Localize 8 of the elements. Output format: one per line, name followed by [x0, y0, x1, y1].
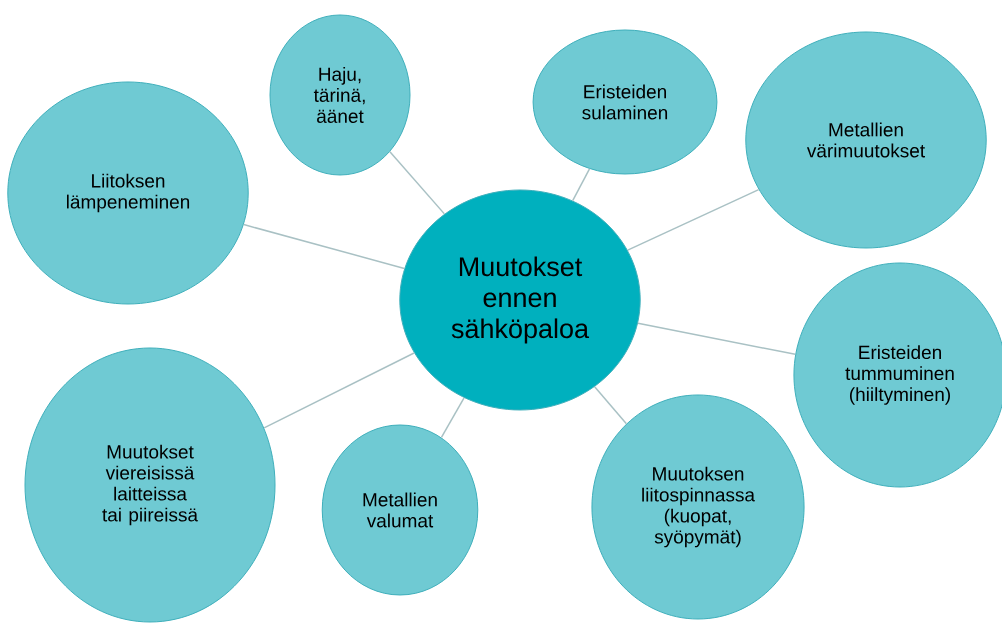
connector-line [263, 352, 415, 429]
connector-line [389, 151, 446, 215]
connector-line [637, 322, 796, 356]
connector-line [243, 223, 406, 270]
connector-line [627, 188, 760, 251]
connector-line [571, 168, 591, 202]
connector-line [440, 397, 465, 439]
connector-line [593, 386, 628, 425]
